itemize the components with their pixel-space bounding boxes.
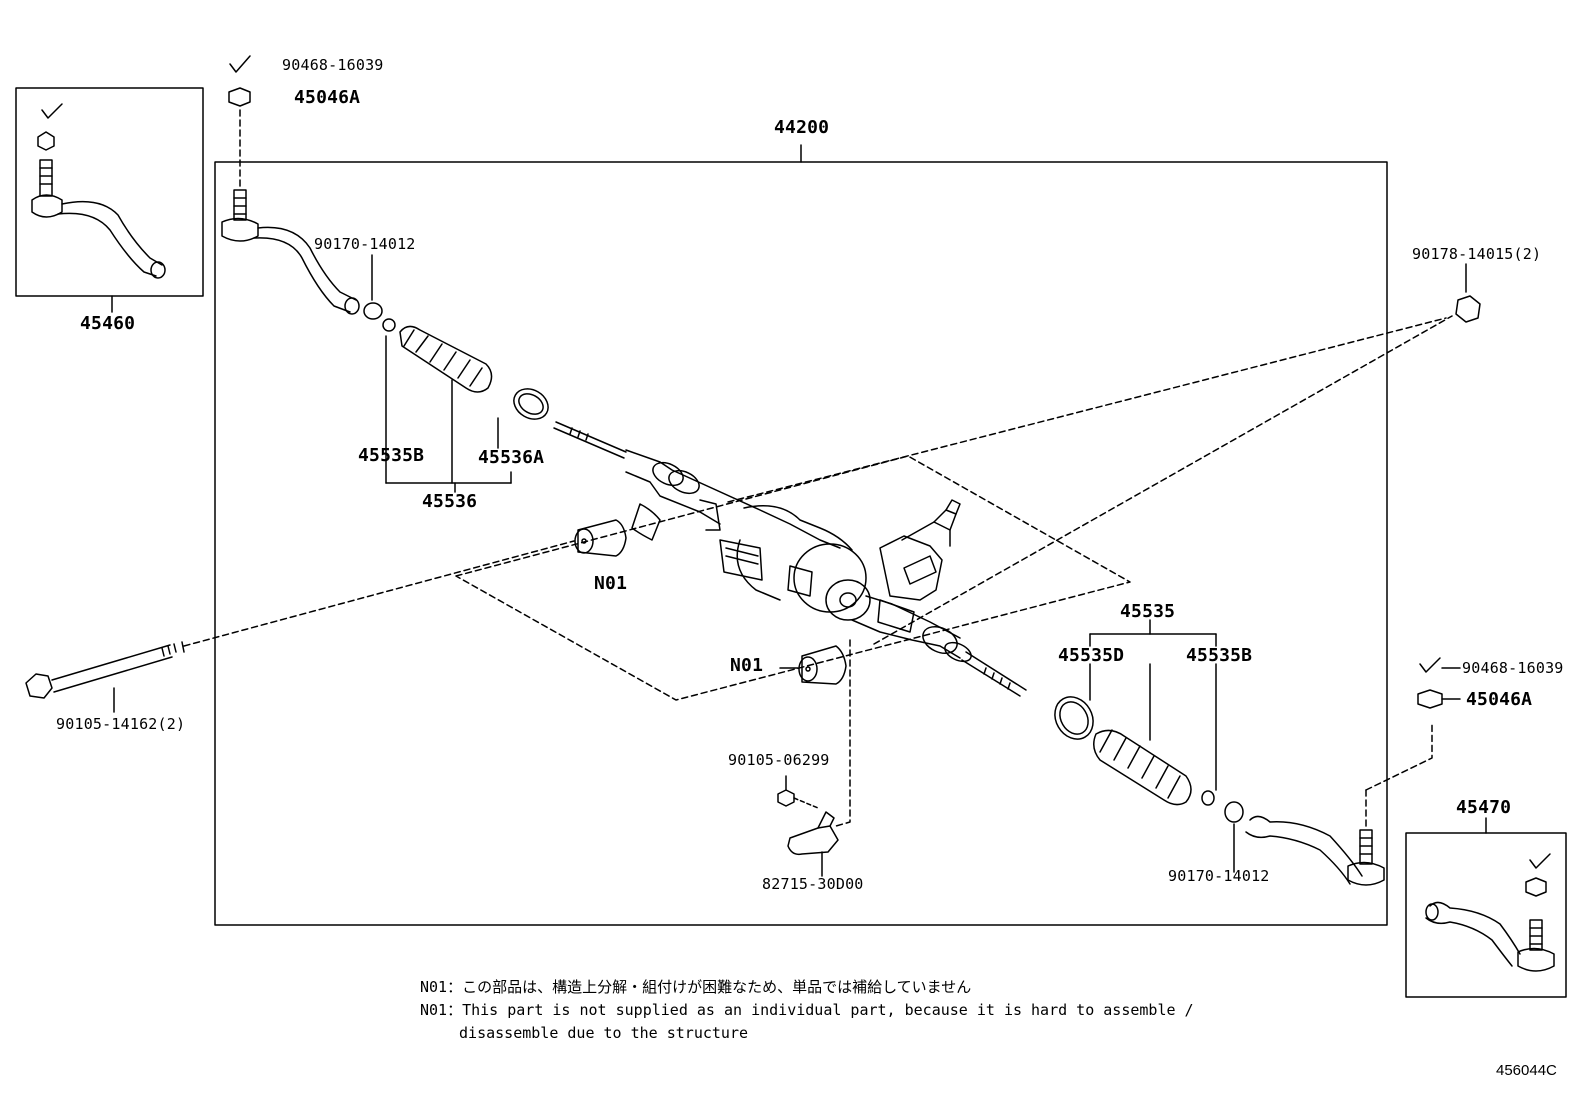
label-tie-rod-end-left: 45460 [80,313,136,334]
label-boot-right-b: 45535B [1186,645,1253,666]
label-boot-assembly-right: 45535 [1120,601,1176,622]
assembly-frame [214,161,1388,926]
note-n01-japanese: N01：この部品は、構造上分解・組付けが困難なため、単品では補給していません [420,978,972,996]
label-clip-left: 90170-14012 [314,235,416,253]
label-castle-nut-right: 45046A [1466,689,1533,710]
label-mount-nut: 90178-14015(2) [1412,245,1542,263]
label-boot-assembly-left: 45536 [422,491,478,512]
bushing-upper [574,519,627,557]
note-n01-english: N01：This part is not supplied as an indi… [420,1001,1194,1019]
label-cotter-pin-left: 90468-16039 [282,56,384,74]
label-bracket-bolt: 90105-06299 [728,751,830,769]
label-tie-rod-end-right: 45470 [1456,797,1512,818]
label-bushing-lower: N01 [730,655,764,676]
bushing-lower [798,645,847,685]
label-cotter-pin-right: 90468-16039 [1462,659,1564,677]
tie-rod-end-left [221,55,360,315]
label-mount-bolt: 90105-14162(2) [56,715,186,733]
label-bushing-upper: N01 [594,573,628,594]
label-boot-clamp-left: 45536A [478,447,545,468]
left-boot-group [363,302,549,420]
label-bracket: 82715-30D00 [762,875,864,893]
tie-rod-end-right-inset [1425,853,1555,972]
mount-nut [1455,263,1481,323]
inset-box-right [1405,832,1567,998]
tie-rod-end-right [1245,657,1443,886]
right-boot-group [1054,696,1244,823]
inset-box-left [15,87,204,297]
label-clip-right: 90170-14012 [1168,867,1270,885]
steering-rack-body [553,421,1027,697]
label-assembly: 44200 [774,117,830,138]
label-castle-nut-left: 45046A [294,87,361,108]
mount-bolt [25,641,185,699]
diagram-code: 456044C [1496,1062,1557,1079]
label-boot-left: 45535B [358,445,425,466]
tie-rod-end-left-inset [31,103,166,279]
label-boot-right-d: 45535D [1058,645,1125,666]
note-n01-english-cont: disassemble due to the structure [420,1024,749,1042]
bracket [777,639,851,877]
